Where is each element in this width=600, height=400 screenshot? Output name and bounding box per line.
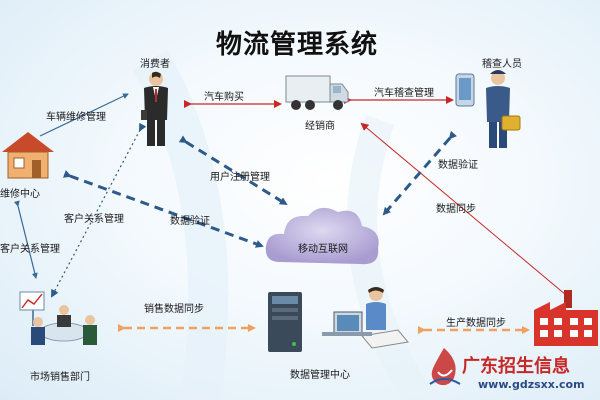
- data-center-icon: [262, 284, 416, 356]
- edge-label-customer-rel-2: 客户关系管理: [0, 240, 60, 255]
- factory-icon: [530, 288, 600, 348]
- edge-label-user-registration: 用户注册管理: [210, 168, 270, 183]
- marketing-dept-label: 市场销售部门: [30, 368, 90, 383]
- cloud-icon: [262, 200, 384, 278]
- edge-label-data-verify-left: 数据验证: [170, 212, 210, 227]
- edge-label-car-inspection: 汽车稽查管理: [374, 84, 434, 99]
- inspector-icon: [454, 64, 524, 152]
- watermark-url: www.gdzsxx.com: [478, 378, 585, 391]
- repair-center-label: 维修中心: [0, 185, 40, 200]
- house-icon: [0, 128, 58, 180]
- truck-icon: [284, 74, 350, 112]
- consumer-icon: [138, 70, 174, 150]
- meeting-icon: [18, 286, 104, 352]
- edge-label-data-verify-right: 数据验证: [438, 156, 478, 171]
- diagram-title: 物流管理系统: [216, 24, 378, 61]
- edge-label-data-sync: 数据同步: [436, 200, 476, 215]
- mobile-internet-label: 移动互联网: [298, 240, 348, 255]
- edge-label-car-purchase: 汽车购买: [204, 88, 244, 103]
- distributor-label: 经销商: [305, 117, 335, 132]
- edge-label-customer-rel-1: 客户关系管理: [64, 210, 124, 225]
- edge-label-sales-sync: 销售数据同步: [144, 300, 204, 315]
- watermark-logo-icon: [424, 344, 464, 390]
- inspector-label: 稽查人员: [482, 55, 522, 70]
- consumer-label: 消费者: [140, 55, 170, 70]
- edge-label-production-sync: 生产数据同步: [446, 314, 506, 329]
- watermark-text: 广东招生信息: [462, 352, 570, 378]
- edge-label-vehicle-repair: 车辆维修管理: [46, 108, 106, 123]
- data-center-label: 数据管理中心: [290, 366, 350, 381]
